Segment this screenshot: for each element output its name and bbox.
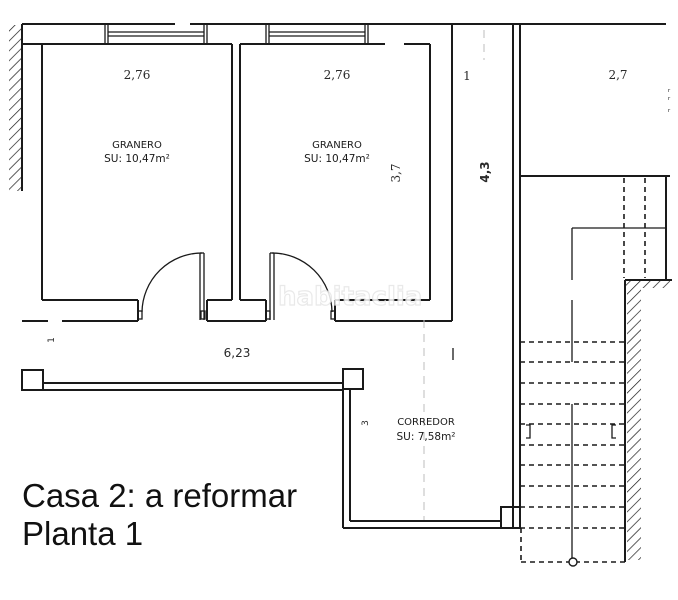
staircase: ᵣ ᵣ ᵣ (520, 85, 672, 567)
svg-text:ᵣ: ᵣ (668, 93, 671, 103)
svg-text:ᵣ: ᵣ (668, 85, 671, 95)
dim-granero-height: 3,7 (389, 163, 403, 182)
door-granero-1 (137, 252, 206, 320)
window-granero-1 (104, 24, 208, 44)
granero-2-walls (206, 43, 452, 322)
door-granero-2 (265, 252, 336, 320)
dim-corridor-width: 3 (361, 420, 371, 426)
room-area-granero-1: SU: 10,47m² (104, 153, 170, 165)
dim-granero-1-width: 2,76 (124, 68, 151, 82)
corridor-walls (21, 368, 521, 529)
room-label-granero-2: GRANERO (312, 140, 362, 151)
caption-title: Casa 2: a reformar (22, 477, 298, 514)
left-hatched-wall (9, 24, 23, 191)
room-area-granero-2: SU: 10,47m² (304, 153, 370, 165)
dim-left-corridor-mark: 1 (47, 337, 57, 343)
caption-floor: Planta 1 (22, 515, 144, 552)
dim-right-room-width: 2,7 (608, 68, 627, 82)
window-granero-2 (265, 24, 369, 44)
room-area-corredor: SU: 7,58m² (396, 431, 455, 443)
dim-passage-width: 1 (463, 69, 471, 83)
dim-passage-length: 4,3 (478, 161, 492, 182)
room-label-granero-1: GRANERO (112, 140, 162, 151)
dim-granero-2-width: 2,76 (324, 68, 351, 82)
plan-caption: Casa 2: a reformar Planta 1 (22, 477, 297, 553)
dim-corridor-length: 6,23 (224, 346, 251, 360)
top-exterior-wall (22, 23, 666, 45)
granero-1-walls (22, 43, 233, 322)
svg-text:ᵣ: ᵣ (668, 105, 671, 115)
passage-walls (423, 24, 521, 528)
room-label-corredor: CORREDOR (397, 417, 455, 428)
watermark: habitaclia (278, 282, 422, 312)
